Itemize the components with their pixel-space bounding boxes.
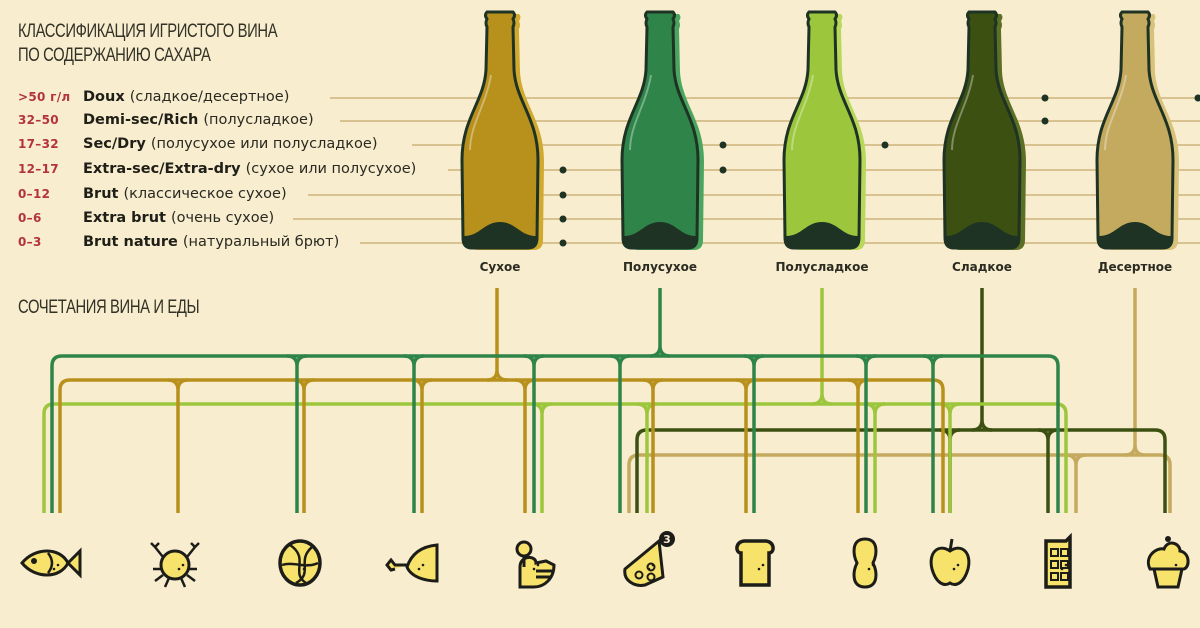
cupcake-icon (1147, 536, 1190, 589)
sugar-level-dot (559, 191, 567, 199)
sugar-class-name: Brut nature (83, 234, 178, 250)
sugar-level-dot (1194, 94, 1200, 102)
sugar-range: 0–3 (18, 235, 42, 249)
cheese-icon: 3 (623, 531, 675, 587)
crab-icon (150, 542, 200, 588)
sugar-class-desc: (полусухое или полусладкое) (150, 136, 378, 152)
wine-bottle (942, 10, 1026, 250)
sugar-level-row: 0–3 Brut nature(натуральный брют) (18, 231, 339, 253)
sugar-level-row: 17–32 Sec/Dry(полусухое или полусладкое) (18, 133, 378, 155)
sugar-level-row: 0–6 Extra brut(очень сухое) (18, 207, 274, 229)
sugar-class-name: Doux (83, 89, 125, 105)
sugar-class-desc: (полусладкое) (203, 112, 314, 128)
sugar-level-dot (1041, 117, 1049, 125)
wine-bottle (1095, 10, 1179, 250)
chocolate-icon (1044, 532, 1072, 589)
cabbage-icon (278, 539, 322, 587)
sugar-class-desc: (сладкое/десертное) (129, 89, 290, 105)
sugar-class-name: Extra-sec/Extra-dry (83, 161, 241, 177)
peanut-icon (852, 537, 878, 589)
sugar-class-desc: (сухое или полусухое) (245, 161, 417, 177)
wine-bottle (460, 10, 544, 250)
sugar-level-dot (559, 215, 567, 223)
pairings-title: СОЧЕТАНИЯ ВИНА И ЕДЫ (18, 297, 200, 318)
sugar-class-name: Sec/Dry (83, 136, 146, 152)
sugar-level-dot (559, 166, 567, 174)
sugar-level-row: 32–50 Demi-sec/Rich(полусладкое) (18, 109, 314, 131)
classification-title: КЛАССИФИКАЦИЯ ИГРИСТОГО ВИНА ПО СОДЕРЖАН… (18, 20, 278, 68)
wine-bottle (620, 10, 704, 250)
sugar-level-dot (1041, 94, 1049, 102)
sugar-level-dot (719, 141, 727, 149)
sugar-class-desc: (очень сухое) (170, 210, 275, 226)
pairing-connector (50, 288, 1060, 513)
pairing-connector (635, 288, 1167, 513)
sugar-level-dot (559, 239, 567, 247)
sugar-class-name: Extra brut (83, 210, 166, 226)
sugar-range: 12–17 (18, 162, 59, 176)
sugar-class-desc: (натуральный брют) (182, 234, 340, 250)
classification-title-line1: КЛАССИФИКАЦИЯ ИГРИСТОГО ВИНА (18, 21, 278, 42)
sugar-class-name: Demi-sec/Rich (83, 112, 199, 128)
sugar-level-row: 12–17 Extra-sec/Extra-dry(сухое или полус… (18, 158, 416, 180)
sugar-range: 17–32 (18, 137, 59, 151)
sugar-level-dot (719, 166, 727, 174)
sugar-level-row: 0–12 Brut(классическое сухое) (18, 183, 287, 205)
sugar-range: 32–50 (18, 113, 59, 127)
classification-title-line2: ПО СОДЕРЖАНИЮ САХАРА (18, 45, 211, 66)
sugar-range: 0–6 (18, 211, 42, 225)
sugar-level-row: >50 г/л Doux(сладкое/десертное) (18, 86, 289, 108)
sugar-class-name: Brut (83, 186, 119, 202)
bottle-label: Сухое (479, 260, 521, 274)
pairing-connector (627, 288, 1172, 513)
pairing-connector (58, 288, 945, 513)
bottle-label: Полусухое (623, 260, 697, 274)
bottle-label: Сладкое (952, 260, 1012, 274)
sugar-range: 0–12 (18, 187, 51, 201)
sugar-range: >50 г/л (18, 90, 71, 104)
sugar-class-desc: (классическое сухое) (123, 186, 287, 202)
bread-icon (735, 539, 775, 587)
bottle-label: Полусладкое (775, 260, 869, 274)
pairing-connector (42, 288, 1068, 513)
badge-text: 3 (663, 533, 671, 546)
sugar-level-dot (881, 141, 889, 149)
wine-bottle (782, 10, 866, 250)
duck-icon (515, 540, 556, 589)
apple-icon (929, 538, 971, 586)
cheese-count-badge: 3 (659, 531, 675, 547)
bottle-label: Десертное (1097, 260, 1173, 274)
fish-icon (20, 547, 82, 579)
chicken-leg-icon (385, 543, 439, 583)
